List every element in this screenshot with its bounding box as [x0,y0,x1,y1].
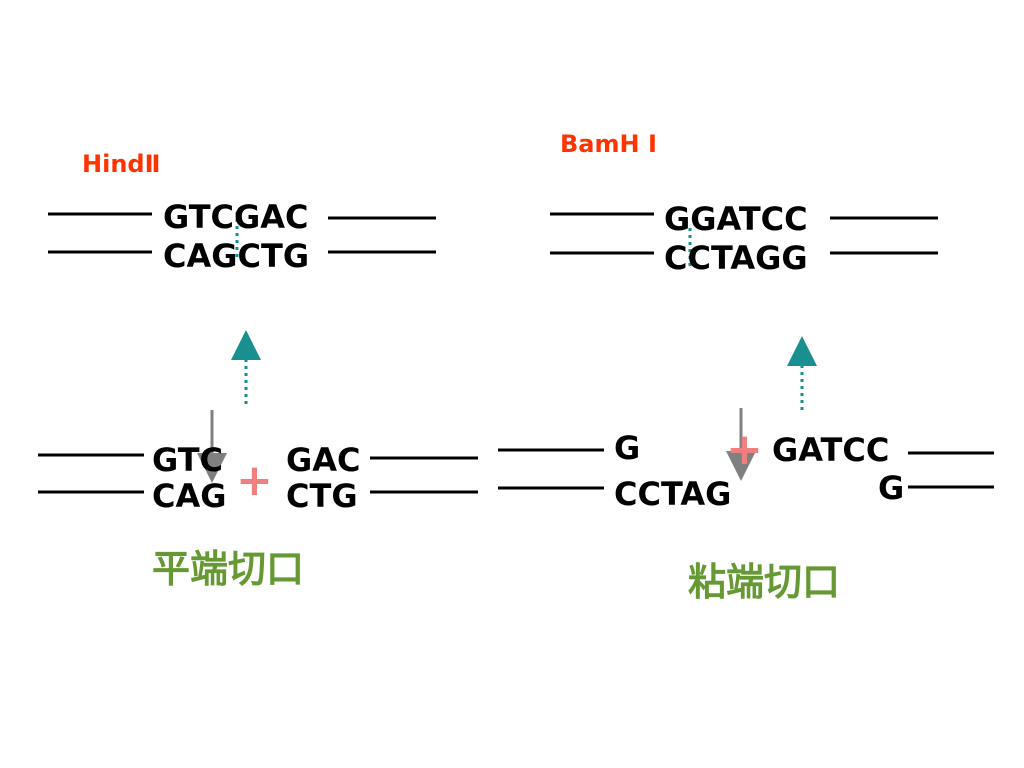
bamh1-cut-type-label: 粘端切口 [688,560,841,604]
bamh1-plus-sign: + [726,424,763,475]
hind2-site-top-sequence: GTCGAC [163,198,309,236]
bamh1-right-top-sequence: GATCC [772,431,890,469]
hind2-right-bottom-sequence: CTG [286,477,358,515]
hind2-cut-type-label: 平端切口 [152,547,305,591]
hind2-right-top-sequence: GAC [286,441,361,479]
hind2-plus-sign: + [236,455,273,506]
bamh1-left-top-sequence: G [614,429,641,467]
bamh1-site-bottom-sequence: CCTAGG [664,239,808,277]
bamh1-enzyme-label: BamH Ⅰ [560,130,657,158]
bamh1-site-top-sequence: GGATCC [664,200,808,238]
hind2-enzyme-label: HindⅡ [82,150,161,178]
hind2-left-bottom-sequence: CAG [152,477,227,515]
hind2-site-bottom-sequence: CAGCTG [163,237,310,275]
bamh1-left-bottom-sequence: CCTAG [614,475,732,513]
bamh1-right-bottom-sequence: G [878,469,905,507]
hind2-left-top-sequence: GTC [152,441,224,479]
